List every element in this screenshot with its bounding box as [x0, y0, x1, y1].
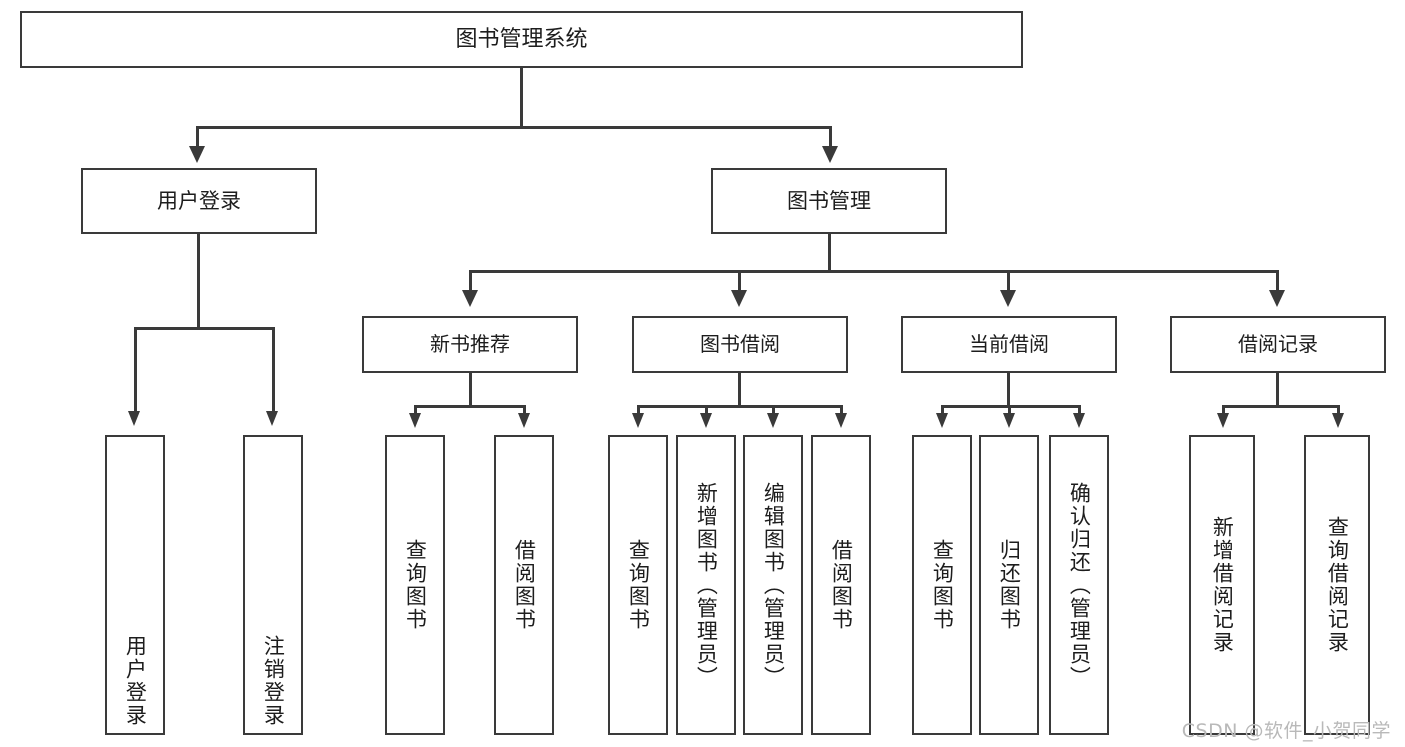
arrow-to-leaf-query-book-3 — [936, 413, 948, 428]
arrow-to-leaf-query-book-2 — [632, 413, 644, 428]
arrow-to-leaf-borrow-book-1 — [518, 413, 530, 428]
connector-book-management-stem — [828, 234, 831, 272]
node-current-borrow[interactable]: 当前借阅 — [901, 316, 1117, 373]
leaf-query-book-1[interactable]: 查询图书 — [385, 435, 445, 735]
connector-new-book-recommend-bus — [414, 405, 526, 408]
node-borrow-record[interactable]: 借阅记录 — [1170, 316, 1386, 373]
leaf-borrow-book-1[interactable]: 借阅图书 — [494, 435, 554, 735]
arrow-to-user-login — [189, 146, 205, 163]
connector-bb-drop-1 — [637, 405, 640, 415]
connector-bb-drop-3 — [772, 405, 775, 415]
arrow-to-book-management — [822, 146, 838, 163]
connector-nbr-right-drop — [523, 405, 526, 415]
arrow-to-leaf-confirm-return-admin — [1073, 413, 1085, 428]
leaf-edit-book-admin[interactable]: 编辑图书（管理员） — [743, 435, 803, 735]
arrow-to-leaf-add-borrow-record — [1217, 413, 1229, 428]
connector-current-borrow-bus — [941, 405, 1081, 408]
connector-cb-drop-1 — [941, 405, 944, 415]
leaf-return-book[interactable]: 归还图书 — [979, 435, 1039, 735]
arrow-to-leaf-edit-book-admin — [767, 413, 779, 428]
arrow-to-leaf-return-book — [1003, 413, 1015, 428]
connector-bb-drop-4 — [840, 405, 843, 415]
leaf-logout-login[interactable]: 注销登录 — [243, 435, 303, 735]
connector-borrow-record-stem — [1276, 373, 1279, 407]
connector-nbr-left-drop — [414, 405, 417, 415]
connector-bb-drop-2 — [705, 405, 708, 415]
leaf-add-borrow-record[interactable]: 新增借阅记录 — [1189, 435, 1255, 735]
node-user-login[interactable]: 用户登录 — [81, 168, 317, 234]
connector-root-to-user-login — [196, 126, 199, 148]
node-new-book-recommend[interactable]: 新书推荐 — [362, 316, 578, 373]
leaf-confirm-return-admin[interactable]: 确认归还（管理员） — [1049, 435, 1109, 735]
arrow-to-new-book-recommend — [462, 290, 478, 307]
node-book-borrow[interactable]: 图书借阅 — [632, 316, 848, 373]
connector-root-to-book-management — [829, 126, 832, 148]
connector-br-right-drop — [1337, 405, 1340, 415]
connector-current-borrow-stem — [1007, 373, 1010, 407]
arrow-to-leaf-query-book-1 — [409, 413, 421, 428]
leaf-user-login[interactable]: 用户登录 — [105, 435, 165, 735]
connector-root-bus — [196, 126, 832, 129]
leaf-query-book-3[interactable]: 查询图书 — [912, 435, 972, 735]
connector-new-book-recommend-stem — [469, 373, 472, 407]
connector-level3-bus — [469, 270, 1279, 273]
connector-user-login-left-drop — [134, 327, 137, 413]
connector-root-stem — [520, 68, 523, 128]
connector-drop-book-borrow — [738, 270, 741, 292]
arrow-to-leaf-logout-login — [266, 411, 278, 426]
connector-borrow-record-bus — [1222, 405, 1339, 408]
arrow-to-book-borrow — [731, 290, 747, 307]
arrow-to-leaf-user-login — [128, 411, 140, 426]
leaf-borrow-book-2[interactable]: 借阅图书 — [811, 435, 871, 735]
node-book-management[interactable]: 图书管理 — [711, 168, 947, 234]
leaf-query-book-2[interactable]: 查询图书 — [608, 435, 668, 735]
arrow-to-leaf-borrow-book-2 — [835, 413, 847, 428]
connector-user-login-bus — [134, 327, 275, 330]
connector-drop-current-borrow — [1007, 270, 1010, 292]
connector-user-login-stem — [197, 234, 200, 329]
connector-drop-borrow-record — [1276, 270, 1279, 292]
connector-cb-drop-3 — [1078, 405, 1081, 415]
arrow-to-current-borrow — [1000, 290, 1016, 307]
arrow-to-leaf-add-book-admin — [700, 413, 712, 428]
arrow-to-borrow-record — [1269, 290, 1285, 307]
connector-user-login-right-drop — [272, 327, 275, 413]
node-root-system[interactable]: 图书管理系统 — [20, 11, 1023, 68]
connector-drop-new-book-recommend — [469, 270, 472, 292]
csdn-watermark: CSDN @软件_小贺同学 — [1181, 720, 1391, 742]
connector-book-borrow-bus — [637, 405, 843, 408]
arrow-to-leaf-query-borrow-record — [1332, 413, 1344, 428]
leaf-query-borrow-record[interactable]: 查询借阅记录 — [1304, 435, 1370, 735]
connector-book-borrow-stem — [738, 373, 741, 407]
connector-br-left-drop — [1222, 405, 1225, 415]
leaf-add-book-admin[interactable]: 新增图书（管理员） — [676, 435, 736, 735]
connector-cb-drop-2 — [1008, 405, 1011, 415]
